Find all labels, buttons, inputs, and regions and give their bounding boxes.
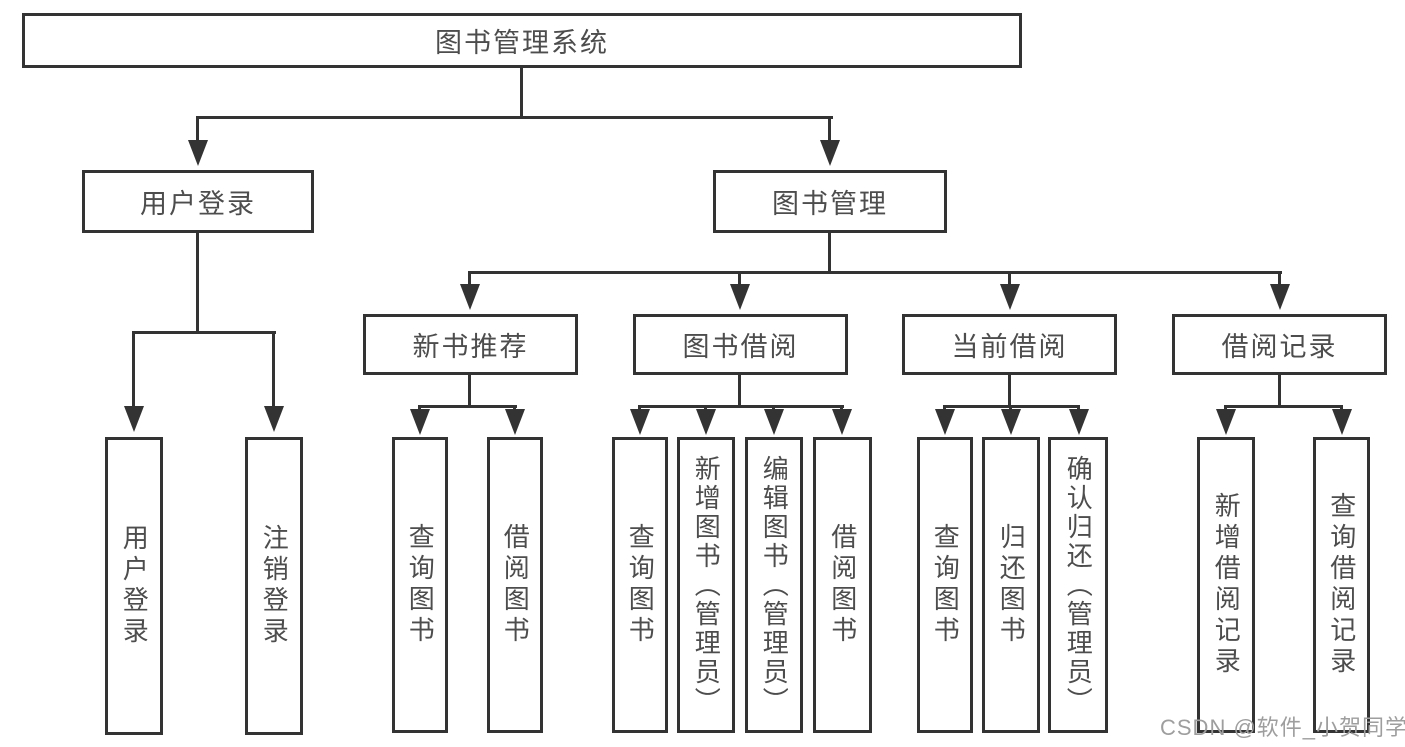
leaf-query-borrow-record: 查询借阅记录 [1313, 437, 1370, 733]
connector-borrow-bar [638, 405, 844, 408]
connector-arrow-stem [828, 116, 831, 141]
leaf-user-login: 用户登录 [105, 437, 163, 735]
arrowhead-down [935, 409, 955, 435]
connector-arrow-stem [1278, 271, 1281, 286]
connector-arrow-stem [132, 331, 135, 409]
leaf-query-books-recommend: 查询图书 [392, 437, 448, 733]
node-book-management: 图书管理 [713, 170, 947, 233]
leaf-query-books-borrow: 查询图书 [612, 437, 668, 733]
connector-level1-bar [196, 116, 833, 119]
arrowhead-down [124, 406, 144, 432]
node-book-borrow: 图书借阅 [633, 314, 848, 375]
arrowhead-down [1270, 284, 1290, 310]
arrowhead-down [696, 409, 716, 435]
leaf-add-books-admin: 新增图书（管理员） [677, 437, 735, 733]
arrowhead-down [832, 409, 852, 435]
connector-login-stem [196, 233, 199, 333]
leaf-add-borrow-record: 新增借阅记录 [1197, 437, 1255, 733]
leaf-query-books-current: 查询图书 [917, 437, 973, 733]
connector-arrow-stem [1008, 271, 1011, 286]
connector-recommend-stem [468, 375, 471, 408]
arrowhead-down [730, 284, 750, 310]
connector-books-stem [828, 233, 831, 273]
arrowhead-down [188, 140, 208, 166]
connector-arrow-stem [468, 271, 471, 286]
node-new-book-recommend: 新书推荐 [363, 314, 578, 375]
arrowhead-down [460, 284, 480, 310]
leaf-return-books: 归还图书 [982, 437, 1040, 733]
connector-arrow-stem [196, 116, 199, 141]
connector-borrow-stem [738, 375, 741, 408]
arrowhead-down [1216, 409, 1236, 435]
arrowhead-down [410, 409, 430, 435]
connector-level3-bar [468, 271, 1282, 274]
leaf-confirm-return-admin: 确认归还（管理员） [1048, 437, 1108, 733]
leaf-borrow-books-recommend: 借阅图书 [487, 437, 543, 733]
connector-records-stem [1278, 375, 1281, 408]
leaf-edit-books-admin: 编辑图书（管理员） [745, 437, 803, 733]
arrowhead-down [1001, 409, 1021, 435]
node-borrow-records: 借阅记录 [1172, 314, 1387, 375]
connector-arrow-stem [738, 271, 741, 286]
connector-root-stem [520, 68, 523, 118]
arrowhead-down [630, 409, 650, 435]
arrowhead-down [1000, 284, 1020, 310]
node-root: 图书管理系统 [22, 13, 1022, 68]
connector-recommend-bar [418, 405, 517, 408]
connector-login-bar [132, 331, 276, 334]
arrowhead-down [764, 409, 784, 435]
arrowhead-down [264, 406, 284, 432]
arrowhead-down [505, 409, 525, 435]
connector-records-bar [1224, 405, 1343, 408]
watermark: CSDN @软件_小贺同学 [1160, 715, 1405, 740]
arrowhead-down [820, 140, 840, 166]
node-current-borrow: 当前借阅 [902, 314, 1117, 375]
arrowhead-down [1332, 409, 1352, 435]
arrowhead-down [1069, 409, 1089, 435]
node-user-login: 用户登录 [82, 170, 314, 233]
leaf-logout-login: 注销登录 [245, 437, 303, 735]
connector-current-stem [1008, 375, 1011, 408]
leaf-borrow-books: 借阅图书 [813, 437, 872, 733]
connector-arrow-stem [272, 331, 275, 409]
